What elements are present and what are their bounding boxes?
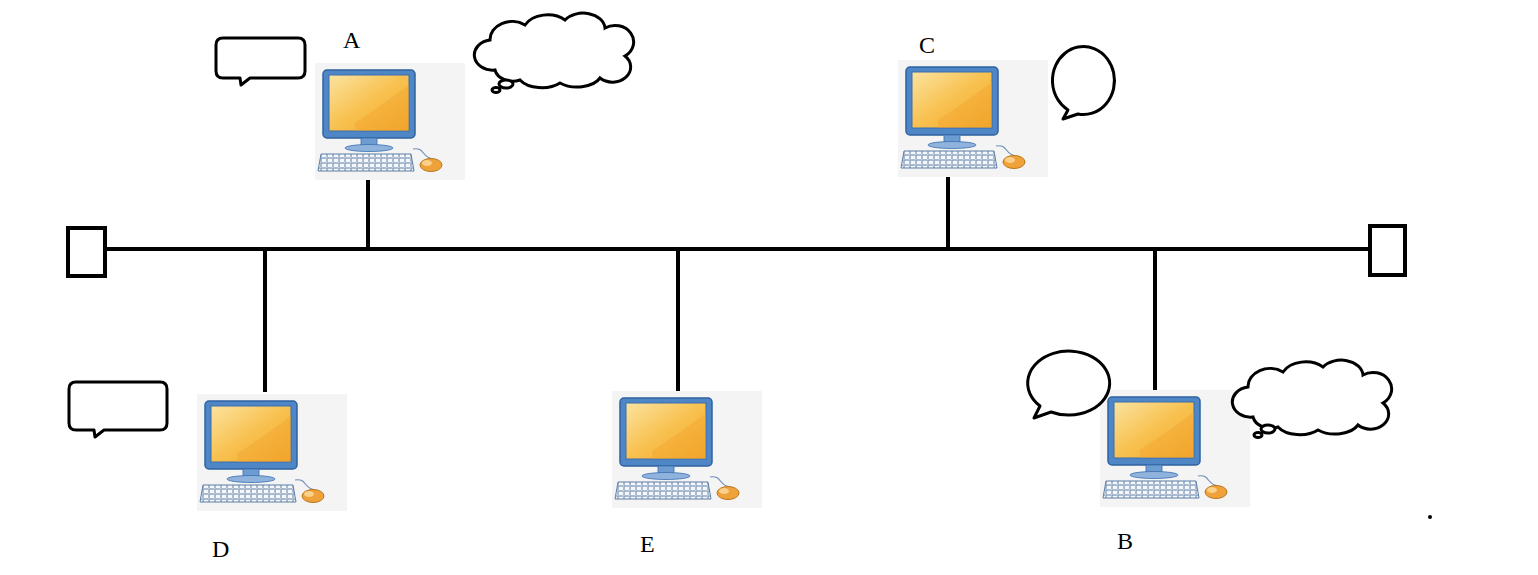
computer-icon (1100, 390, 1250, 507)
computer-icon (197, 394, 347, 511)
speech-bubble (216, 38, 305, 85)
bus-cable (105, 247, 1370, 251)
computer-icon (898, 60, 1048, 177)
computer-label: D (212, 537, 229, 561)
speech-bubble (69, 382, 167, 437)
computer-label: E (640, 532, 655, 556)
speech-bubble (1028, 351, 1110, 418)
thought-cloud (474, 13, 633, 92)
drop-cables (265, 165, 1155, 400)
stray-dot (1428, 515, 1432, 519)
thought-cloud (1232, 360, 1391, 437)
computer-label: A (343, 28, 360, 52)
computer-icon (315, 63, 465, 180)
terminator (68, 228, 105, 276)
speech-bubble (1052, 47, 1114, 119)
computer-icon (612, 391, 762, 508)
computer-label: B (1117, 529, 1133, 553)
terminator (1370, 226, 1405, 275)
computer-label: C (919, 33, 935, 57)
